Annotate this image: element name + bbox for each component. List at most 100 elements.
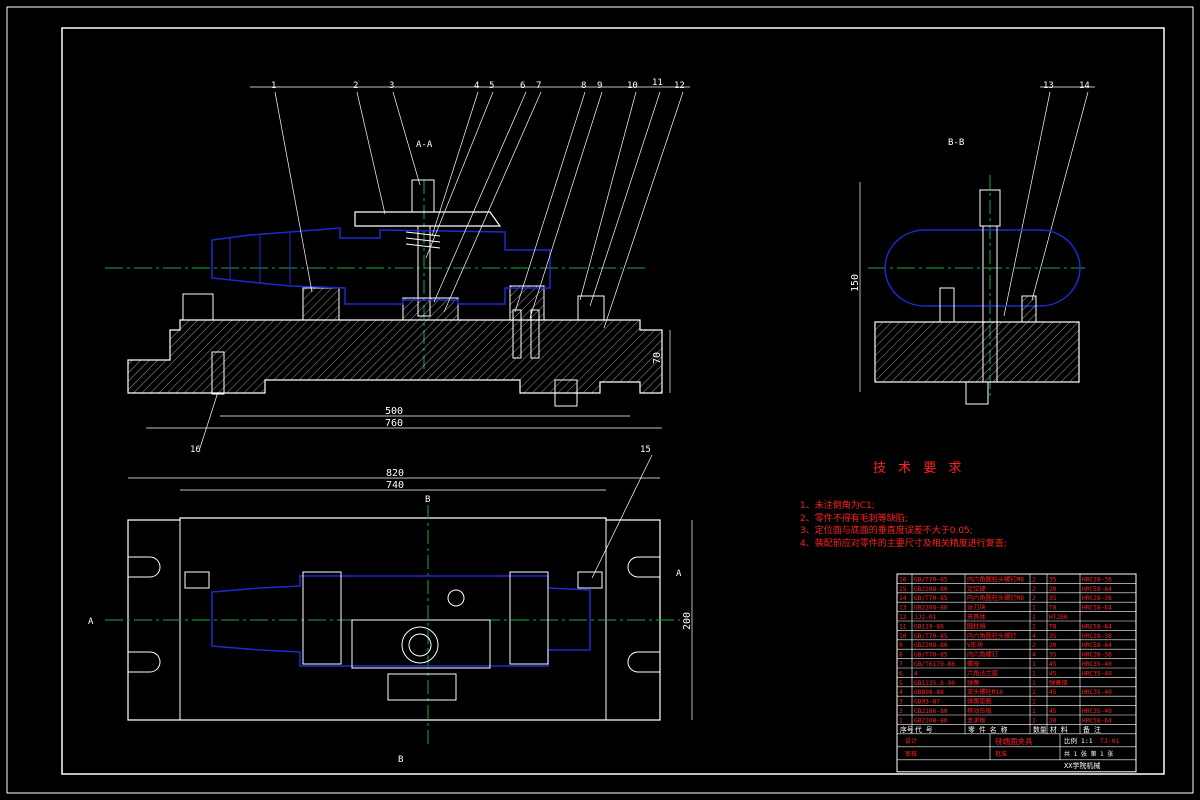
bom-cell-name: 支承板	[967, 716, 986, 724]
balloon-13: 13	[1043, 81, 1054, 91]
balloon-2: 2	[353, 81, 358, 91]
support-bb	[939, 287, 955, 323]
bom-cell-code: GB/T70-85	[914, 595, 948, 602]
v-block-right	[509, 571, 549, 665]
bom-cell-name: V形块	[967, 641, 983, 649]
stud-bolt	[417, 225, 431, 317]
u-slot	[627, 651, 660, 673]
bom-cell-qty: 1	[1032, 699, 1036, 706]
bom-cell-name: 内六角螺钉	[967, 651, 998, 659]
balloon-1: 1	[271, 81, 276, 91]
balloon-12: 12	[674, 81, 685, 91]
bom-cell-code: JJ2-01	[914, 614, 937, 621]
bom-cell-note: HRC35-40	[1082, 708, 1112, 715]
bom-cell-no: 7	[899, 661, 903, 668]
dowel-pin	[512, 309, 522, 359]
bom-cell-qty: 1	[1032, 661, 1036, 668]
bom-cell-note: HRC35-40	[1082, 661, 1112, 668]
bom-cell-qty: 2	[1032, 642, 1036, 649]
bom-cell-name: 六角法兰面	[967, 669, 998, 677]
inner-frame	[61, 27, 1165, 775]
bom-cell-mat: T8	[1049, 623, 1057, 630]
tech-requirements-title: 技 术 要 求	[873, 461, 966, 476]
top-view: 820 740 200 B B A A	[88, 468, 693, 765]
bom-cell-mat: T8	[1049, 605, 1057, 612]
clamp-plate-top	[351, 619, 491, 669]
bom-cell-note: HRC35-40	[1082, 689, 1112, 696]
title-block-doc: TJ-01	[1100, 737, 1120, 745]
cut-a-right: A	[676, 569, 682, 579]
bom-cell-note: HRC58-64	[1082, 623, 1112, 630]
balloon-14: 14	[1079, 81, 1090, 91]
cut-b-bottom: B	[398, 755, 403, 765]
bom-cell-qty: 1	[1032, 680, 1036, 687]
tech-requirements: 1、未注倒角为C1; 2、零件不得有毛刺等缺陷; 3、定位面与底面的垂直度误差不…	[800, 500, 1007, 550]
bom-cell-code: GB1235.6-90	[914, 680, 955, 687]
bom-cell-note: HRC58-64	[1082, 586, 1112, 593]
bom-cell-no: 4	[899, 689, 903, 696]
bom-cell-qty: 4	[1032, 633, 1036, 640]
bom-cell-no: 8	[899, 652, 903, 659]
bom-header-qty: 数量	[1033, 725, 1047, 734]
title-block-approver: 批准	[995, 750, 1007, 758]
bom-cell-note: HRC35-40	[1082, 670, 1112, 677]
locating-key-right	[577, 571, 603, 589]
bom-cell-qty: 2	[1032, 586, 1036, 593]
section-aa-view: A-A 500 760	[105, 140, 671, 429]
bom-cell-no: 2	[899, 708, 903, 715]
bom-cell-mat: 35	[1049, 595, 1057, 602]
bom-cell-mat: 20	[1049, 717, 1057, 724]
bom-cell-no: 10	[899, 633, 907, 640]
bom-cell-no: 16	[899, 576, 907, 583]
bom-cell-no: 9	[899, 642, 903, 649]
fixture-body-aa	[127, 319, 663, 394]
balloon-3: 3	[389, 81, 394, 91]
bom-cell-code: GB2186-80	[914, 708, 948, 715]
bom-cell-name: 双头螺柱M16	[967, 688, 1003, 696]
section-bb-view: B-B 150	[850, 138, 1085, 405]
bom-cell-mat: 20	[1049, 586, 1057, 593]
bom-cell-no: 6	[899, 670, 903, 677]
bom-cell-name: 弹簧垫圈	[967, 698, 992, 706]
pin-hole	[447, 589, 465, 607]
bom-cell-name: 圆柱销	[967, 622, 986, 630]
tech-item: 4、装配前应对零件的主要尺寸及相关精度进行复查;	[800, 538, 1007, 549]
workpiece-aa	[211, 227, 551, 305]
bom-cell-mat: HT200	[1049, 614, 1068, 621]
bom-cell-name: 移动压板	[967, 707, 992, 715]
fixture-body-top	[127, 517, 661, 721]
bom-cell-qty: 4	[1032, 652, 1036, 659]
bom-border	[896, 573, 1137, 773]
bom-cell-name: 内六角圆柱头螺钉M8	[967, 594, 1024, 602]
balloon-numbers: 1 2 3 4 5 6 7 8 9 10 11 12 13 14 15 16	[190, 78, 1090, 455]
tool-setting-block-top	[387, 673, 457, 701]
balloon-9: 9	[597, 81, 602, 91]
bom-cell-code: GB/T70-85	[914, 652, 948, 659]
workpiece-bb	[884, 229, 1081, 307]
label-section-aa: A-A	[416, 140, 433, 150]
bom-cell-mat: 弹簧钢	[1049, 679, 1068, 687]
bom-cell-no: 11	[899, 623, 907, 630]
bom-cell-code: GB93-87	[914, 699, 940, 706]
bom-cell-code: 4	[914, 670, 918, 677]
balloon-5: 5	[489, 81, 494, 91]
bom-cell-no: 3	[899, 699, 903, 706]
outer-frame	[6, 6, 1194, 794]
bom-cell-no: 14	[899, 595, 907, 602]
u-slot	[128, 556, 161, 578]
bom-cell-mat: 35	[1049, 633, 1057, 640]
bom-cell-code: GB2208-80	[914, 586, 948, 593]
bom-cell-qty: 1	[1032, 605, 1036, 612]
bom-cell-note: HRC28-38	[1082, 576, 1112, 583]
bom-cell-mat: 45	[1049, 670, 1057, 677]
bom-cell-qty: 1	[1032, 689, 1036, 696]
bom-cell-code: GB2208-80	[914, 605, 948, 612]
bom-cell-code: GB898-88	[914, 689, 944, 696]
bom-header-note: 备 注	[1083, 725, 1101, 734]
title-block-scale: 比例 1:1	[1064, 736, 1093, 745]
title-block-title: 铣端面夹具	[995, 736, 1033, 746]
tech-item: 1、未注倒角为C1;	[800, 501, 875, 511]
bom-cell-mat: 45	[1049, 661, 1057, 668]
bom-header-mat: 材 料	[1050, 725, 1068, 734]
